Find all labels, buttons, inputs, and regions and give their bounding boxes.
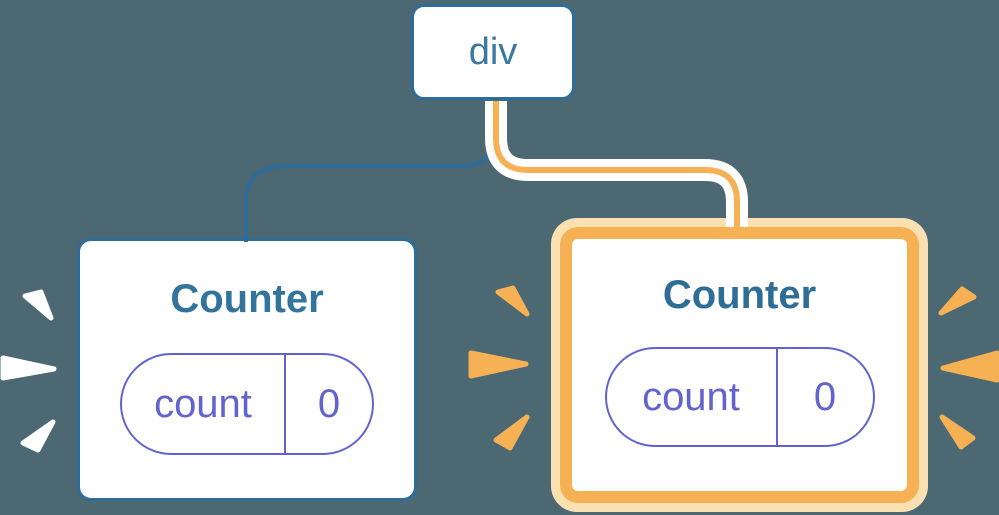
spark-burst-left-counter-icon [0, 289, 57, 453]
root-div-node: div [411, 4, 575, 100]
right-counter-node-highlight: Counter count 0 [551, 218, 928, 512]
edge-div-to-left-counter [244, 101, 496, 242]
left-state-value: 0 [317, 381, 341, 426]
left-counter-title: Counter [170, 277, 324, 321]
right-counter-title: Counter [662, 273, 817, 317]
left-counter-state-pill: count 0 [120, 353, 374, 455]
edge-div-to-right-counter-casing [485, 101, 748, 227]
left-state-key: count [122, 355, 286, 453]
right-state-value: 0 [813, 374, 837, 419]
right-counter-state-pill: count 0 [604, 347, 875, 447]
root-div-label: div [468, 30, 518, 73]
right-counter-node: Counter count 0 [560, 227, 919, 503]
left-counter-node: Counter count 0 [77, 238, 417, 501]
right-state-key: count [607, 349, 778, 445]
spark-burst-right-counter-left-icon [468, 285, 530, 451]
spark-burst-right-counter-right-icon [938, 286, 999, 450]
